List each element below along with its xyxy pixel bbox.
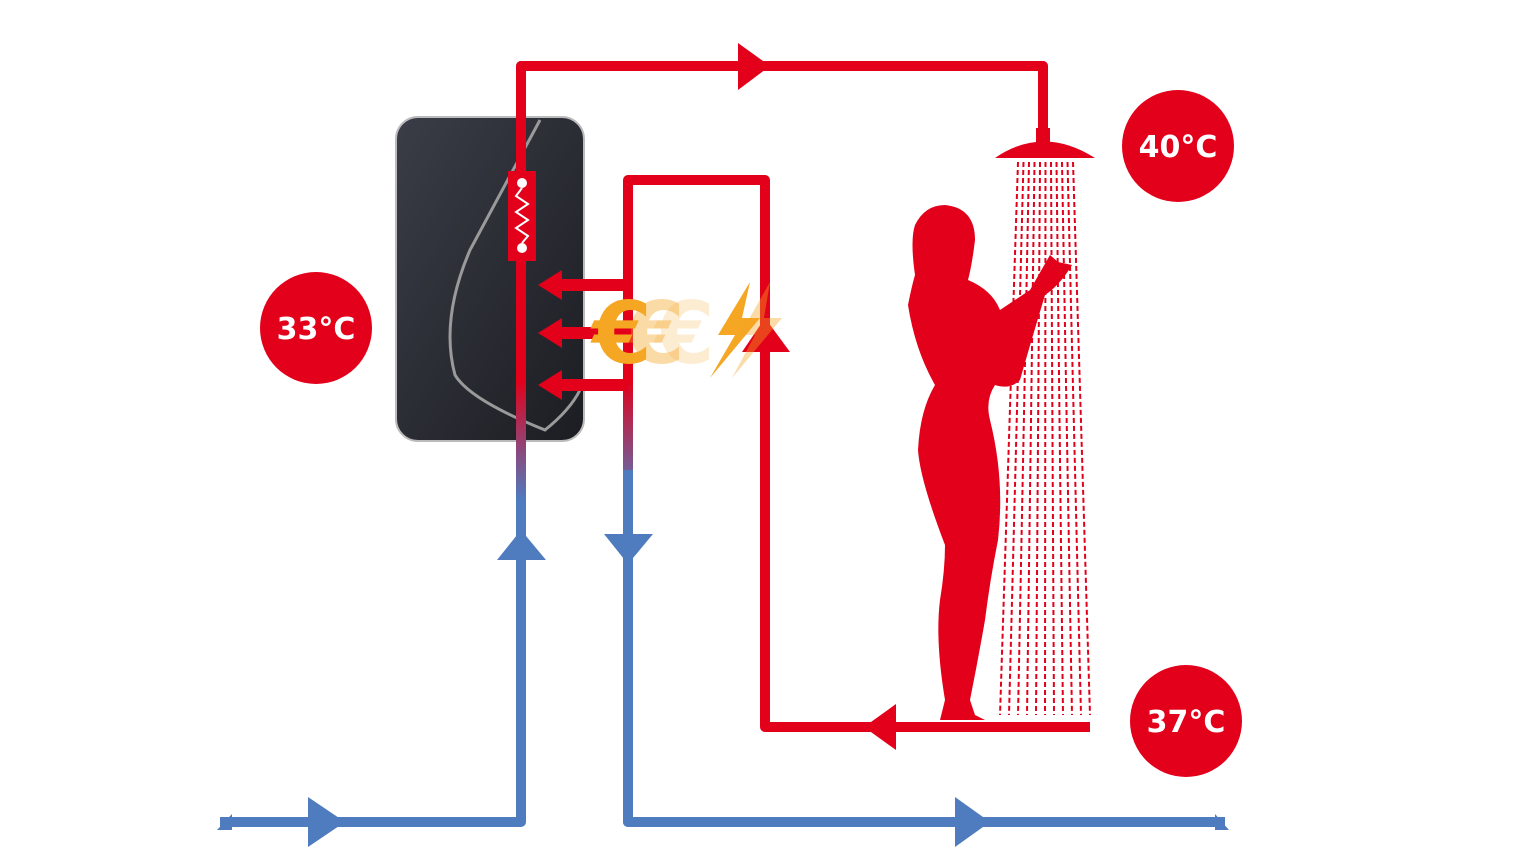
water-stream-line (1050, 161, 1055, 716)
temperature-badge-shower: 40°C (1122, 90, 1234, 202)
water-stream-line (1055, 161, 1064, 716)
water-stream-line (1035, 161, 1041, 716)
flow-arrow-inlet (308, 797, 345, 847)
flow-arrow-out (955, 797, 990, 847)
shower-head-icon (995, 128, 1095, 158)
flow-arrow-down (604, 534, 653, 564)
flow-arrow-top (738, 43, 770, 90)
person-silhouette-icon (908, 205, 1072, 720)
euro-icon: € (590, 284, 652, 384)
lightning-bolt-icon (710, 282, 760, 378)
energy-savings-symbols: € € € (590, 282, 782, 384)
heating-element-icon (508, 171, 536, 261)
water-stream-line (1008, 161, 1025, 716)
temperature-badge-inlet: 33°C (260, 272, 372, 384)
euro-icon: € (653, 284, 715, 384)
cold-inlet-pipe (220, 480, 526, 827)
heat-transfer-arrows (538, 270, 628, 400)
water-stream-line (999, 161, 1019, 716)
euro-icon: € (623, 284, 685, 384)
temperature-badge-drain: 37°C (1130, 665, 1242, 777)
temperature-label: 40°C (1139, 130, 1218, 165)
flow-arrow-up (497, 530, 546, 560)
water-stream-line (1066, 161, 1082, 716)
water-spray (999, 161, 1091, 716)
flow-arrow-drain-bottom (864, 704, 896, 750)
flow-arrow-loop-up (742, 318, 790, 352)
water-stream-line (1044, 161, 1047, 716)
water-stream-line (1072, 161, 1091, 716)
temperature-label: 33°C (277, 312, 356, 347)
water-stream-line (1017, 161, 1030, 716)
lightning-bolt-icon (732, 282, 782, 378)
water-stream-line (1026, 161, 1036, 716)
water-stream-line (1061, 161, 1073, 716)
temperature-label: 37°C (1147, 705, 1226, 740)
